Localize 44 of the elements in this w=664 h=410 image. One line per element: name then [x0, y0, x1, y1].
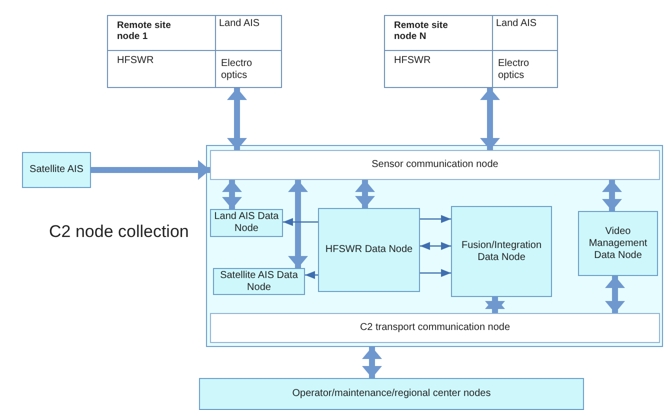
data-node-box [22, 152, 91, 188]
block-arrow [480, 88, 500, 150]
block-arrow [485, 297, 505, 313]
table-cell-text: Electro optics [497, 57, 530, 83]
data-node-box [578, 211, 658, 276]
arrow [420, 215, 451, 223]
table-cell-text: Land AIS [493, 16, 557, 51]
arrow [283, 218, 318, 226]
block-arrow [91, 160, 210, 180]
node-label: HFSWR Data Node [325, 244, 413, 256]
node-label: Video Management Data Node [588, 226, 648, 262]
remote-site-table [107, 15, 282, 88]
block-arrow [222, 180, 242, 209]
arrow [305, 271, 318, 279]
block-arrow [288, 180, 308, 268]
block-arrow [605, 276, 625, 313]
group-caption: C2 node collection [49, 222, 189, 242]
table-cell-text: HFSWR [108, 51, 216, 87]
node-label: C2 transport communication node [360, 322, 510, 334]
table-header-text: Remote site node 1 [108, 16, 216, 51]
node-label: Fusion/Integration Data Node [460, 240, 543, 264]
block-arrow [355, 180, 375, 208]
node-label: Operator/maintenance/regional center nodes [292, 388, 491, 400]
remote-site-table [384, 15, 558, 88]
node-label: Land AIS Data Node [213, 211, 280, 235]
table-cell-text: HFSWR [385, 51, 493, 87]
block-arrow [362, 347, 382, 378]
arrow [420, 269, 451, 277]
table-header-text: Remote site node N [385, 16, 493, 51]
block-arrow [227, 88, 247, 150]
data-node-box [213, 268, 305, 295]
data-node-box [199, 378, 584, 410]
node-label: Satellite AIS Data Node [219, 270, 299, 294]
data-node-box [451, 206, 552, 297]
communication-node-box [210, 313, 660, 343]
collection-container [206, 145, 663, 347]
table-cell-text: Electro optics [220, 57, 254, 83]
table-cell-text: Land AIS [216, 16, 281, 51]
node-label: Satellite AIS [30, 164, 84, 176]
block-arrow [602, 180, 622, 211]
node-label: Sensor communication node [372, 159, 498, 171]
arrow [420, 242, 451, 250]
communication-node-box [210, 150, 660, 180]
data-node-box [318, 208, 420, 292]
